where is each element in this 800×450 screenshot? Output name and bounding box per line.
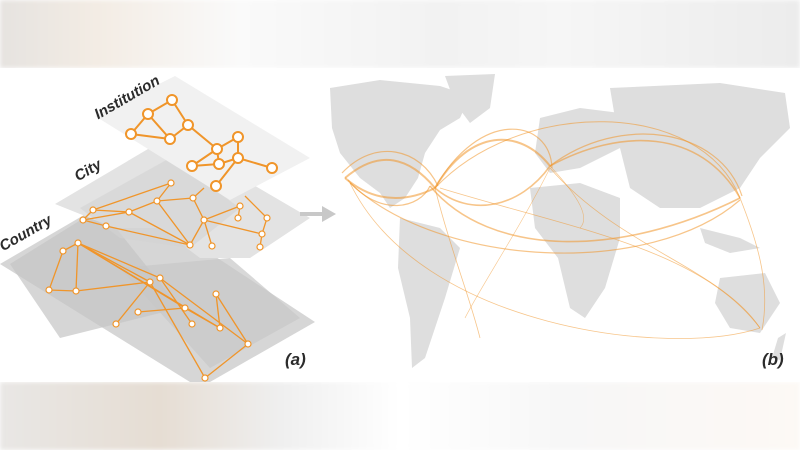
world-map-graphic [330,74,790,368]
multilayer-network-graphic [0,76,315,382]
world-map-land [330,74,790,368]
panel-label-b: (b) [762,350,784,369]
blurred-background-top [0,0,800,68]
figure: Institution City Country (a) [0,68,800,382]
blurred-background-bottom [0,382,800,450]
panel-a-multilayer-network: Institution City Country (a) [0,68,320,382]
flow-arcs [341,121,766,339]
panel-label-a: (a) [285,350,306,369]
panel-b-world-flow-map: (b) [320,68,800,382]
